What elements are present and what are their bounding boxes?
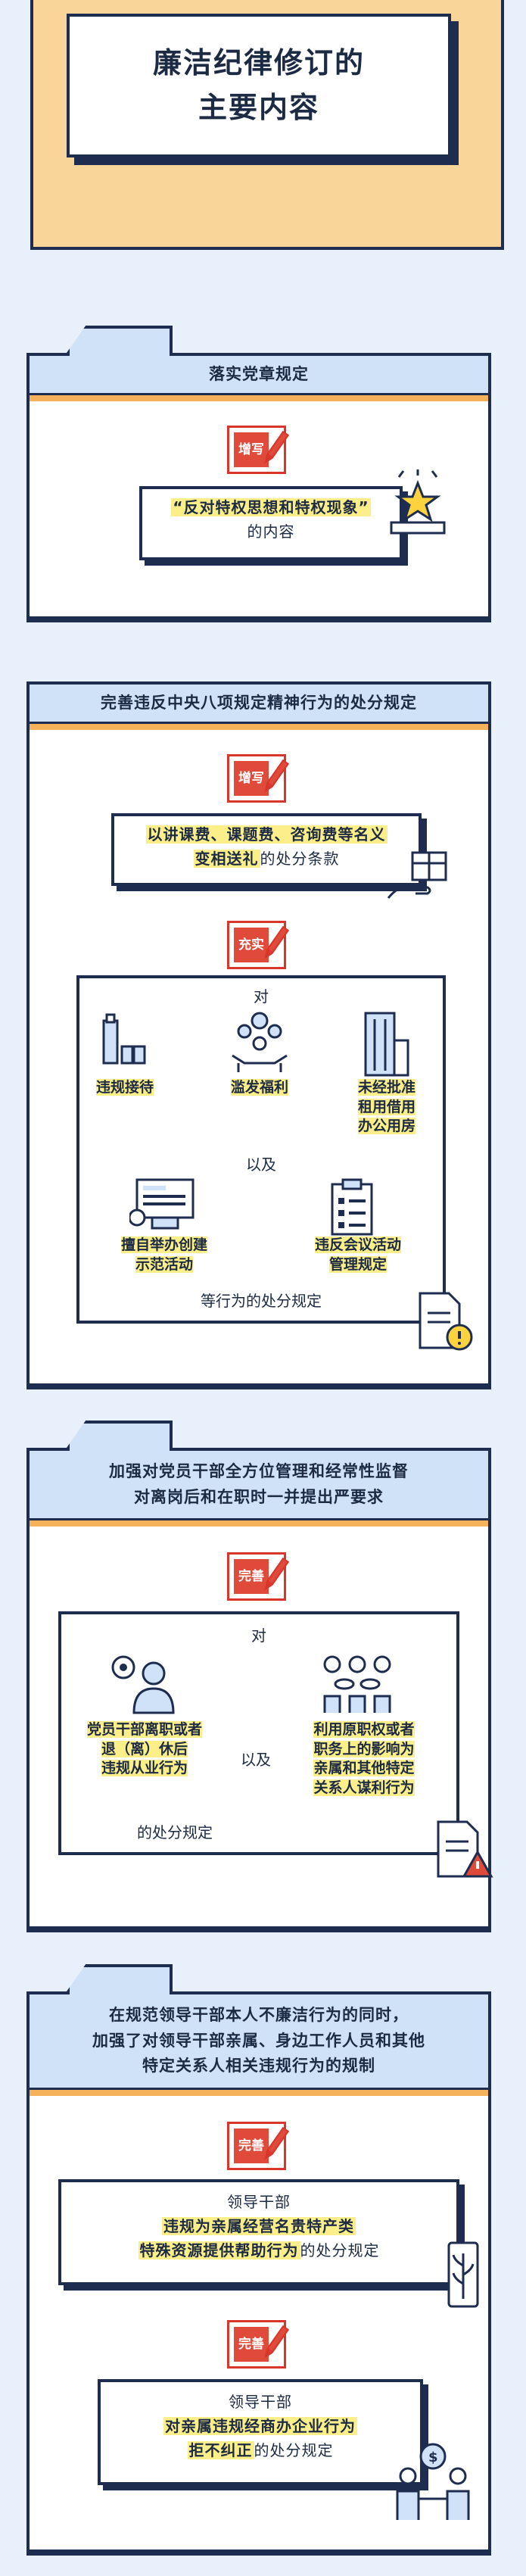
person-gear-icon	[111, 1655, 175, 1714]
section2-tag2: 充实	[227, 921, 290, 969]
section4-stripe	[30, 2090, 488, 2096]
box2-line3-rest: 的处分规定	[254, 2441, 334, 2459]
box2-line3-highlight: 拒不纠正	[187, 2441, 254, 2459]
section1: 落实党章规定 增写 “反对特权思想和特权现象” 的内容	[26, 353, 491, 622]
item1-line1: 以讲课费、课题费、咨询费等名义	[145, 825, 387, 844]
section2-heading: 完善违反中央八项规定精神行为的处分规定	[30, 685, 488, 724]
icon4-label: 擅自举办创建 示范活动	[120, 1237, 207, 1273]
section3-stripe	[30, 1520, 488, 1527]
section3-tag: 完善	[227, 1552, 290, 1601]
section3: 加强对党员干部全方位管理和经常性监督 对离岗后和在职时一并提出严要求 完善 对 …	[26, 1448, 493, 1932]
icon1-label: 违规接待	[95, 1079, 154, 1096]
section4-tab	[67, 1964, 173, 1991]
section3-left-label: 党员干部离职或者 退（离）休后 违规从业行为	[86, 1721, 202, 1777]
box1-line3-rest: 的处分规定	[300, 2241, 380, 2259]
tag-label: 增写	[234, 432, 269, 467]
dui-text: 对	[254, 987, 269, 1006]
header-title-line2: 主要内容	[198, 91, 319, 124]
warning-document-icon	[419, 1292, 473, 1351]
icon5-label: 违反会议活动 管理规定	[314, 1237, 401, 1273]
section2: 完善违反中央八项规定精神行为的处分规定 增写 以讲课费、课题费、咨询费等名义 变…	[26, 681, 491, 1389]
section1-suffix: 的内容	[247, 522, 295, 541]
section4-box1: 领导干部 违规为亲属经营名贵特产类 特殊资源提供帮助行为的处分规定	[58, 2179, 459, 2285]
office-building-icon	[364, 1012, 409, 1077]
item1-line2-rest: 的处分条款	[260, 850, 340, 868]
box1-line1: 领导干部	[227, 2193, 291, 2211]
svg-text:$: $	[428, 2450, 438, 2465]
section2-box2: 对 违规接待 滥发福利 未经批准 租用借用 办	[76, 975, 446, 1324]
specialty-product-icon	[447, 2241, 479, 2308]
yiji-text: 以及	[241, 1751, 271, 1769]
section3-heading: 加强对党员干部全方位管理和经常性监督 对离岗后和在职时一并提出严要求	[30, 1451, 488, 1520]
icon3-label: 未经批准 租用借用 办公用房	[357, 1079, 416, 1135]
business-people-icon: $	[396, 2443, 470, 2520]
section1-tag: 增写	[227, 426, 290, 474]
computer-screen-icon	[129, 1178, 195, 1230]
section4-tag2: 完善	[227, 2320, 290, 2369]
section2-footer: 等行为的处分规定	[201, 1292, 322, 1310]
item1-line2-highlight: 变相送礼	[193, 850, 260, 868]
section4: 在规范领导干部本人不廉洁行为的同时， 加强了对领导干部亲属、身边工作人员和其他 …	[26, 1991, 491, 2556]
yiji-text: 以及	[246, 1155, 276, 1174]
section2-box1: 以讲课费、课题费、咨询费等名义 变相送礼的处分条款	[111, 813, 422, 886]
clipboard-icon	[331, 1178, 373, 1236]
dui-text: 对	[251, 1626, 266, 1645]
section3-right-label: 利用原职权或者 职务上的影响为 亲属和其他特定 关系人谋利行为	[313, 1721, 415, 1796]
quote-highlight: “反对特权思想和特权现象”	[171, 498, 371, 516]
coins-welfare-icon	[232, 1012, 288, 1072]
section1-box: “反对特权思想和特权现象” 的内容	[139, 486, 403, 560]
section4-heading: 在规范领导干部本人不廉洁行为的同时， 加强了对领导干部亲属、身边工作人员和其他 …	[30, 1994, 488, 2090]
warning-document-icon	[437, 1820, 493, 1878]
section4-tag1: 完善	[227, 2122, 290, 2170]
section2-stripe	[30, 724, 488, 730]
box1-line3-highlight: 特殊资源提供帮助行为	[138, 2241, 300, 2259]
header-title-line1: 廉洁纪律修订的	[152, 46, 365, 80]
box2-line2: 对亲属违规经商办企业行为	[163, 2417, 357, 2435]
section1-heading: 落实党章规定	[30, 356, 488, 395]
section3-tab	[67, 1421, 173, 1448]
section1-stripe	[30, 395, 488, 401]
award-star-icon	[390, 469, 446, 535]
gift-hand-icon	[387, 851, 447, 899]
header-title-card: 廉洁纪律修订的 主要内容	[67, 14, 451, 157]
icon2-label: 滥发福利	[230, 1079, 288, 1096]
section4-box2: 领导干部 对亲属违规经商办企业行为 拒不纠正的处分规定	[98, 2379, 423, 2485]
box1-line2: 违规为亲属经营名贵特产类	[162, 2217, 356, 2235]
section3-box: 对 党员干部离职或者 退（离）休后 违规从业行为 以及 利用原职权或者 职务上的…	[58, 1611, 459, 1855]
section2-tag1: 增写	[227, 754, 290, 803]
section1-tab	[67, 326, 173, 353]
section3-footer: 的处分规定	[137, 1823, 213, 1842]
linked-people-icon	[323, 1655, 391, 1713]
box2-line1: 领导干部	[229, 2393, 292, 2411]
drinks-icon	[102, 1013, 146, 1065]
